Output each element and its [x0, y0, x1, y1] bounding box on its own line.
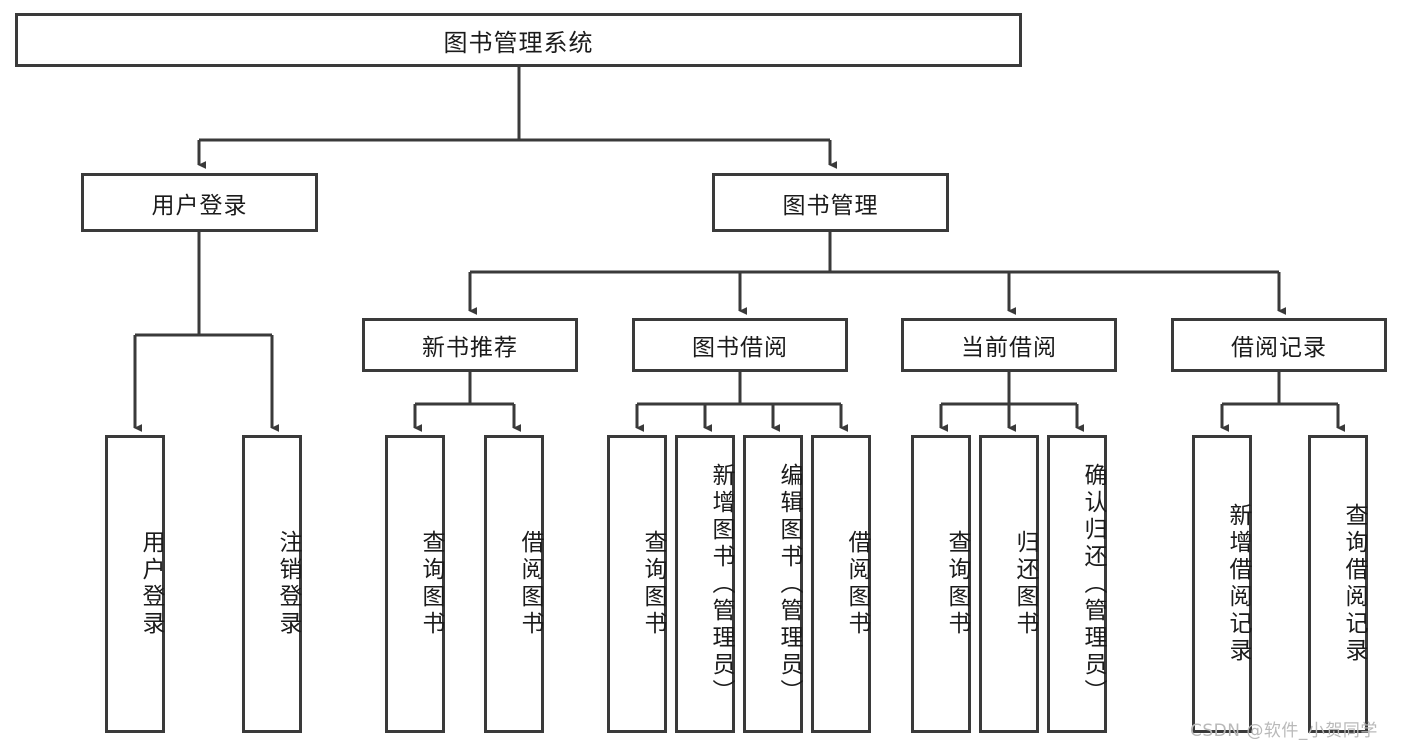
node-book-management-system[interactable]: 图书管理系统: [15, 13, 1022, 67]
node-label: 查询借阅记录: [1341, 503, 1367, 665]
node-label: 当前借阅: [961, 335, 1057, 361]
node-leaf-add-book-admin[interactable]: 新增图书（管理员）: [675, 435, 735, 733]
node-leaf-query-book-current[interactable]: 查询图书: [911, 435, 971, 733]
node-label: 图书管理系统: [443, 28, 594, 57]
watermark-text: CSDN @软件_小贺同学: [1190, 721, 1378, 741]
node-leaf-add-borrow-record[interactable]: 新增借阅记录: [1192, 435, 1252, 733]
node-book-borrow[interactable]: 图书借阅: [632, 318, 848, 372]
node-label: 查询图书: [640, 530, 666, 638]
node-leaf-edit-book-admin[interactable]: 编辑图书（管理员）: [743, 435, 803, 733]
node-label: 注销登录: [275, 530, 301, 638]
node-label: 图书管理: [782, 192, 879, 219]
node-leaf-query-book-borrow[interactable]: 查询图书: [607, 435, 667, 733]
node-leaf-borrow-book-recommend[interactable]: 借阅图书: [484, 435, 544, 733]
node-label: 图书借阅: [692, 335, 788, 361]
node-leaf-logout[interactable]: 注销登录: [242, 435, 302, 733]
node-label: 新增图书（管理员）: [708, 462, 734, 706]
node-borrow-record[interactable]: 借阅记录: [1171, 318, 1387, 372]
node-leaf-query-book-recommend[interactable]: 查询图书: [385, 435, 445, 733]
node-label: 新增借阅记录: [1225, 503, 1251, 665]
node-label: 查询图书: [418, 530, 444, 638]
node-label: 借阅记录: [1231, 335, 1327, 361]
node-new-book-recommend[interactable]: 新书推荐: [362, 318, 578, 372]
node-leaf-query-borrow-record[interactable]: 查询借阅记录: [1308, 435, 1368, 733]
node-user-login[interactable]: 用户登录: [81, 173, 318, 232]
node-leaf-user-login[interactable]: 用户登录: [105, 435, 165, 733]
node-label: 借阅图书: [844, 530, 870, 638]
node-label: 用户登录: [138, 530, 164, 638]
node-leaf-borrow-book-borrow[interactable]: 借阅图书: [811, 435, 871, 733]
node-label: 编辑图书（管理员）: [776, 462, 802, 706]
node-leaf-confirm-return-admin[interactable]: 确认归还（管理员）: [1047, 435, 1107, 733]
node-leaf-return-book[interactable]: 归还图书: [979, 435, 1039, 733]
node-label: 新书推荐: [422, 335, 518, 361]
node-label: 确认归还（管理员）: [1080, 462, 1106, 706]
node-book-management[interactable]: 图书管理: [712, 173, 949, 232]
node-label: 借阅图书: [517, 530, 543, 638]
node-label: 归还图书: [1012, 530, 1038, 638]
node-label: 查询图书: [944, 530, 970, 638]
node-current-borrow[interactable]: 当前借阅: [901, 318, 1117, 372]
node-label: 用户登录: [151, 192, 248, 219]
